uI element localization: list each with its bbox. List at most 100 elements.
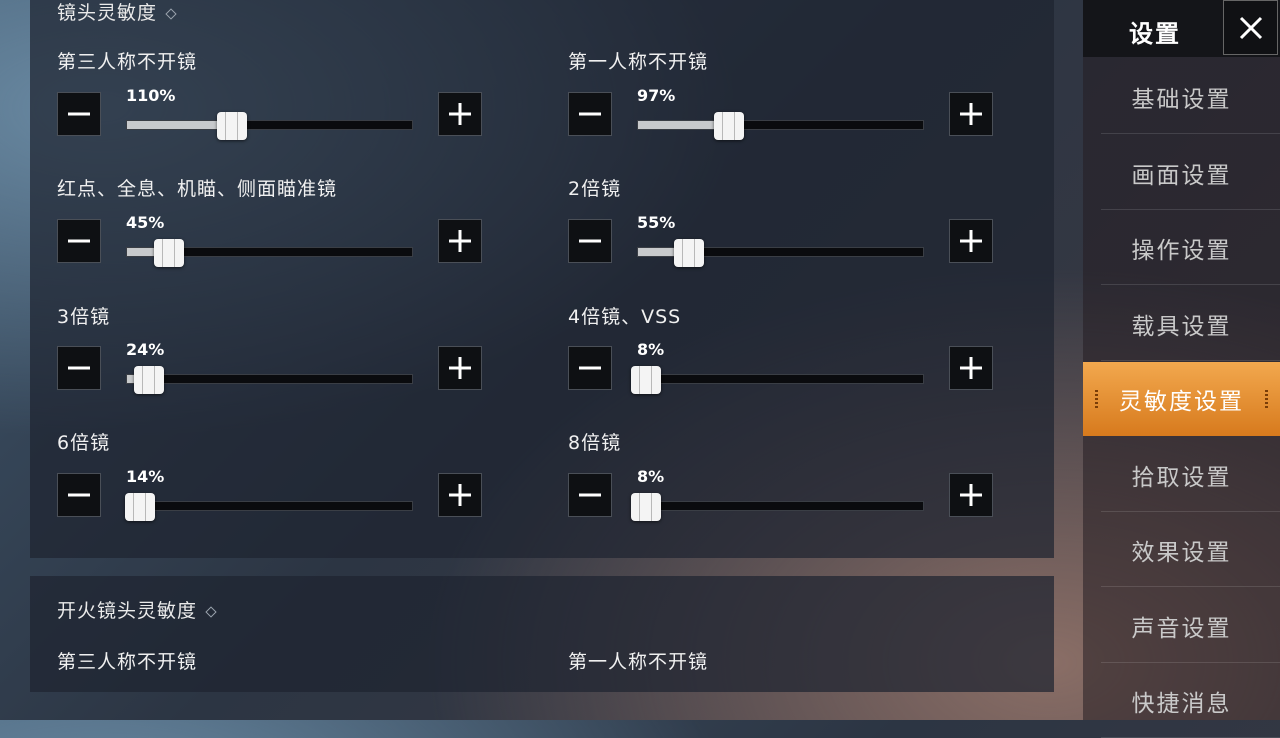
divider (1101, 208, 1280, 210)
slider-thumb[interactable] (630, 493, 661, 521)
slider-control: 14% (57, 467, 482, 521)
decrease-button[interactable] (57, 219, 101, 263)
minus-icon (579, 239, 601, 243)
slider-label: 第一人称不开镜 (568, 651, 709, 673)
slider-control: 97% (568, 86, 993, 140)
camera-sensitivity-panel: 镜头灵敏度 第三人称不开镜 第一人称不开镜 110% 97% 红点、全息、机瞄、… (30, 0, 1054, 558)
slider-value: 24% (126, 340, 165, 359)
divider (1101, 661, 1280, 663)
slider-fill (638, 121, 730, 129)
sidebar-item-label: 基础设置 (1131, 87, 1232, 113)
slider-value: 8% (637, 467, 665, 486)
slider-thumb[interactable] (133, 366, 164, 394)
sidebar-title: 设置 (1129, 20, 1181, 48)
slider-control: 110% (57, 86, 482, 140)
slider-control: 24% (57, 340, 482, 394)
increase-button[interactable] (438, 92, 482, 136)
slider-track[interactable] (126, 374, 413, 384)
plus-icon (960, 230, 982, 252)
decrease-button[interactable] (57, 92, 101, 136)
plus-icon (449, 230, 471, 252)
slider-label: 2倍镜 (568, 178, 622, 200)
minus-icon (579, 112, 601, 116)
slider-value: 45% (126, 213, 165, 232)
slider-thumb[interactable] (154, 239, 185, 267)
slider-fill (127, 248, 170, 256)
decrease-button[interactable] (568, 219, 612, 263)
decrease-button[interactable] (57, 346, 101, 390)
slider-thumb[interactable] (713, 112, 744, 140)
slider-thumb[interactable] (217, 112, 248, 140)
slider-track[interactable] (126, 120, 413, 130)
increase-button[interactable] (949, 473, 993, 517)
fire-sensitivity-panel: 开火镜头灵敏度 第三人称不开镜 第一人称不开镜 (30, 576, 1054, 692)
diamond-icon (165, 7, 177, 20)
slider-label: 8倍镜 (568, 432, 622, 454)
decrease-button[interactable] (568, 346, 612, 390)
minus-icon (579, 366, 601, 370)
slider-control: 55% (568, 213, 993, 267)
sidebar-item-label: 载具设置 (1131, 313, 1232, 340)
slider-label: 3倍镜 (57, 306, 111, 328)
slider-label: 第一人称不开镜 (568, 51, 709, 73)
increase-button[interactable] (949, 219, 993, 263)
increase-button[interactable] (949, 92, 993, 136)
slider-control: 8% (568, 340, 993, 394)
slider-label: 4倍镜、VSS (568, 306, 682, 328)
decrease-button[interactable] (57, 473, 101, 517)
section-title-text: 镜头灵敏度 (57, 2, 158, 24)
sidebar-header: 设置 (1083, 0, 1280, 57)
slider-track[interactable] (126, 247, 413, 257)
slider-track[interactable] (637, 374, 924, 384)
slider-track[interactable] (637, 120, 924, 130)
minus-icon (68, 112, 90, 116)
plus-icon (449, 103, 471, 125)
divider (1101, 510, 1280, 512)
sidebar-item[interactable]: 效果设置 (1083, 513, 1280, 587)
slider-label: 6倍镜 (57, 432, 111, 454)
sidebar-item[interactable]: 灵敏度设置 (1083, 362, 1280, 436)
slider-value: 97% (637, 86, 676, 105)
section-title: 开火镜头灵敏度 (57, 596, 217, 623)
slider-track[interactable] (637, 247, 924, 257)
slider-thumb[interactable] (630, 366, 661, 394)
slider-track[interactable] (637, 501, 924, 511)
plus-icon (449, 484, 471, 506)
slider-label: 第三人称不开镜 (57, 651, 198, 673)
sidebar-item[interactable]: 拾取设置 (1083, 438, 1280, 512)
diamond-icon (205, 605, 217, 618)
slider-value: 55% (637, 213, 676, 232)
sidebar-item-label: 拾取设置 (1131, 464, 1232, 491)
slider-thumb[interactable] (125, 493, 156, 521)
plus-icon (960, 103, 982, 125)
divider (1101, 586, 1280, 587)
increase-button[interactable] (949, 346, 993, 390)
sidebar-item[interactable]: 载具设置 (1083, 287, 1280, 361)
plus-icon (960, 357, 982, 379)
sidebar-item[interactable]: 画面设置 (1083, 136, 1280, 210)
plus-icon (449, 357, 471, 379)
increase-button[interactable] (438, 346, 482, 390)
slider-control: 8% (568, 467, 993, 521)
slider-label: 第三人称不开镜 (57, 51, 198, 73)
sidebar-item-label: 效果设置 (1131, 540, 1232, 566)
slider-thumb[interactable] (673, 239, 704, 267)
slider-track[interactable] (126, 501, 413, 511)
increase-button[interactable] (438, 473, 482, 517)
slider-value: 14% (126, 467, 165, 486)
sidebar-item[interactable]: 声音设置 (1083, 589, 1280, 663)
close-button[interactable] (1223, 0, 1278, 55)
slider-label: 红点、全息、机瞄、侧面瞄准镜 (57, 178, 338, 200)
sidebar-item[interactable]: 操作设置 (1083, 211, 1280, 285)
plus-icon (960, 484, 982, 506)
slider-value: 8% (637, 340, 665, 359)
decrease-button[interactable] (568, 473, 612, 517)
increase-button[interactable] (438, 219, 482, 263)
sidebar-item[interactable]: 基础设置 (1083, 60, 1280, 134)
sidebar-item[interactable]: 快捷消息 (1083, 664, 1280, 738)
settings-sidebar: 设置 基础设置画面设置操作设置载具设置灵敏度设置拾取设置效果设置声音设置快捷消息 (1083, 0, 1280, 738)
slider-control: 45% (57, 213, 482, 267)
decrease-button[interactable] (568, 92, 612, 136)
minus-icon (579, 493, 601, 497)
minus-icon (68, 366, 90, 370)
